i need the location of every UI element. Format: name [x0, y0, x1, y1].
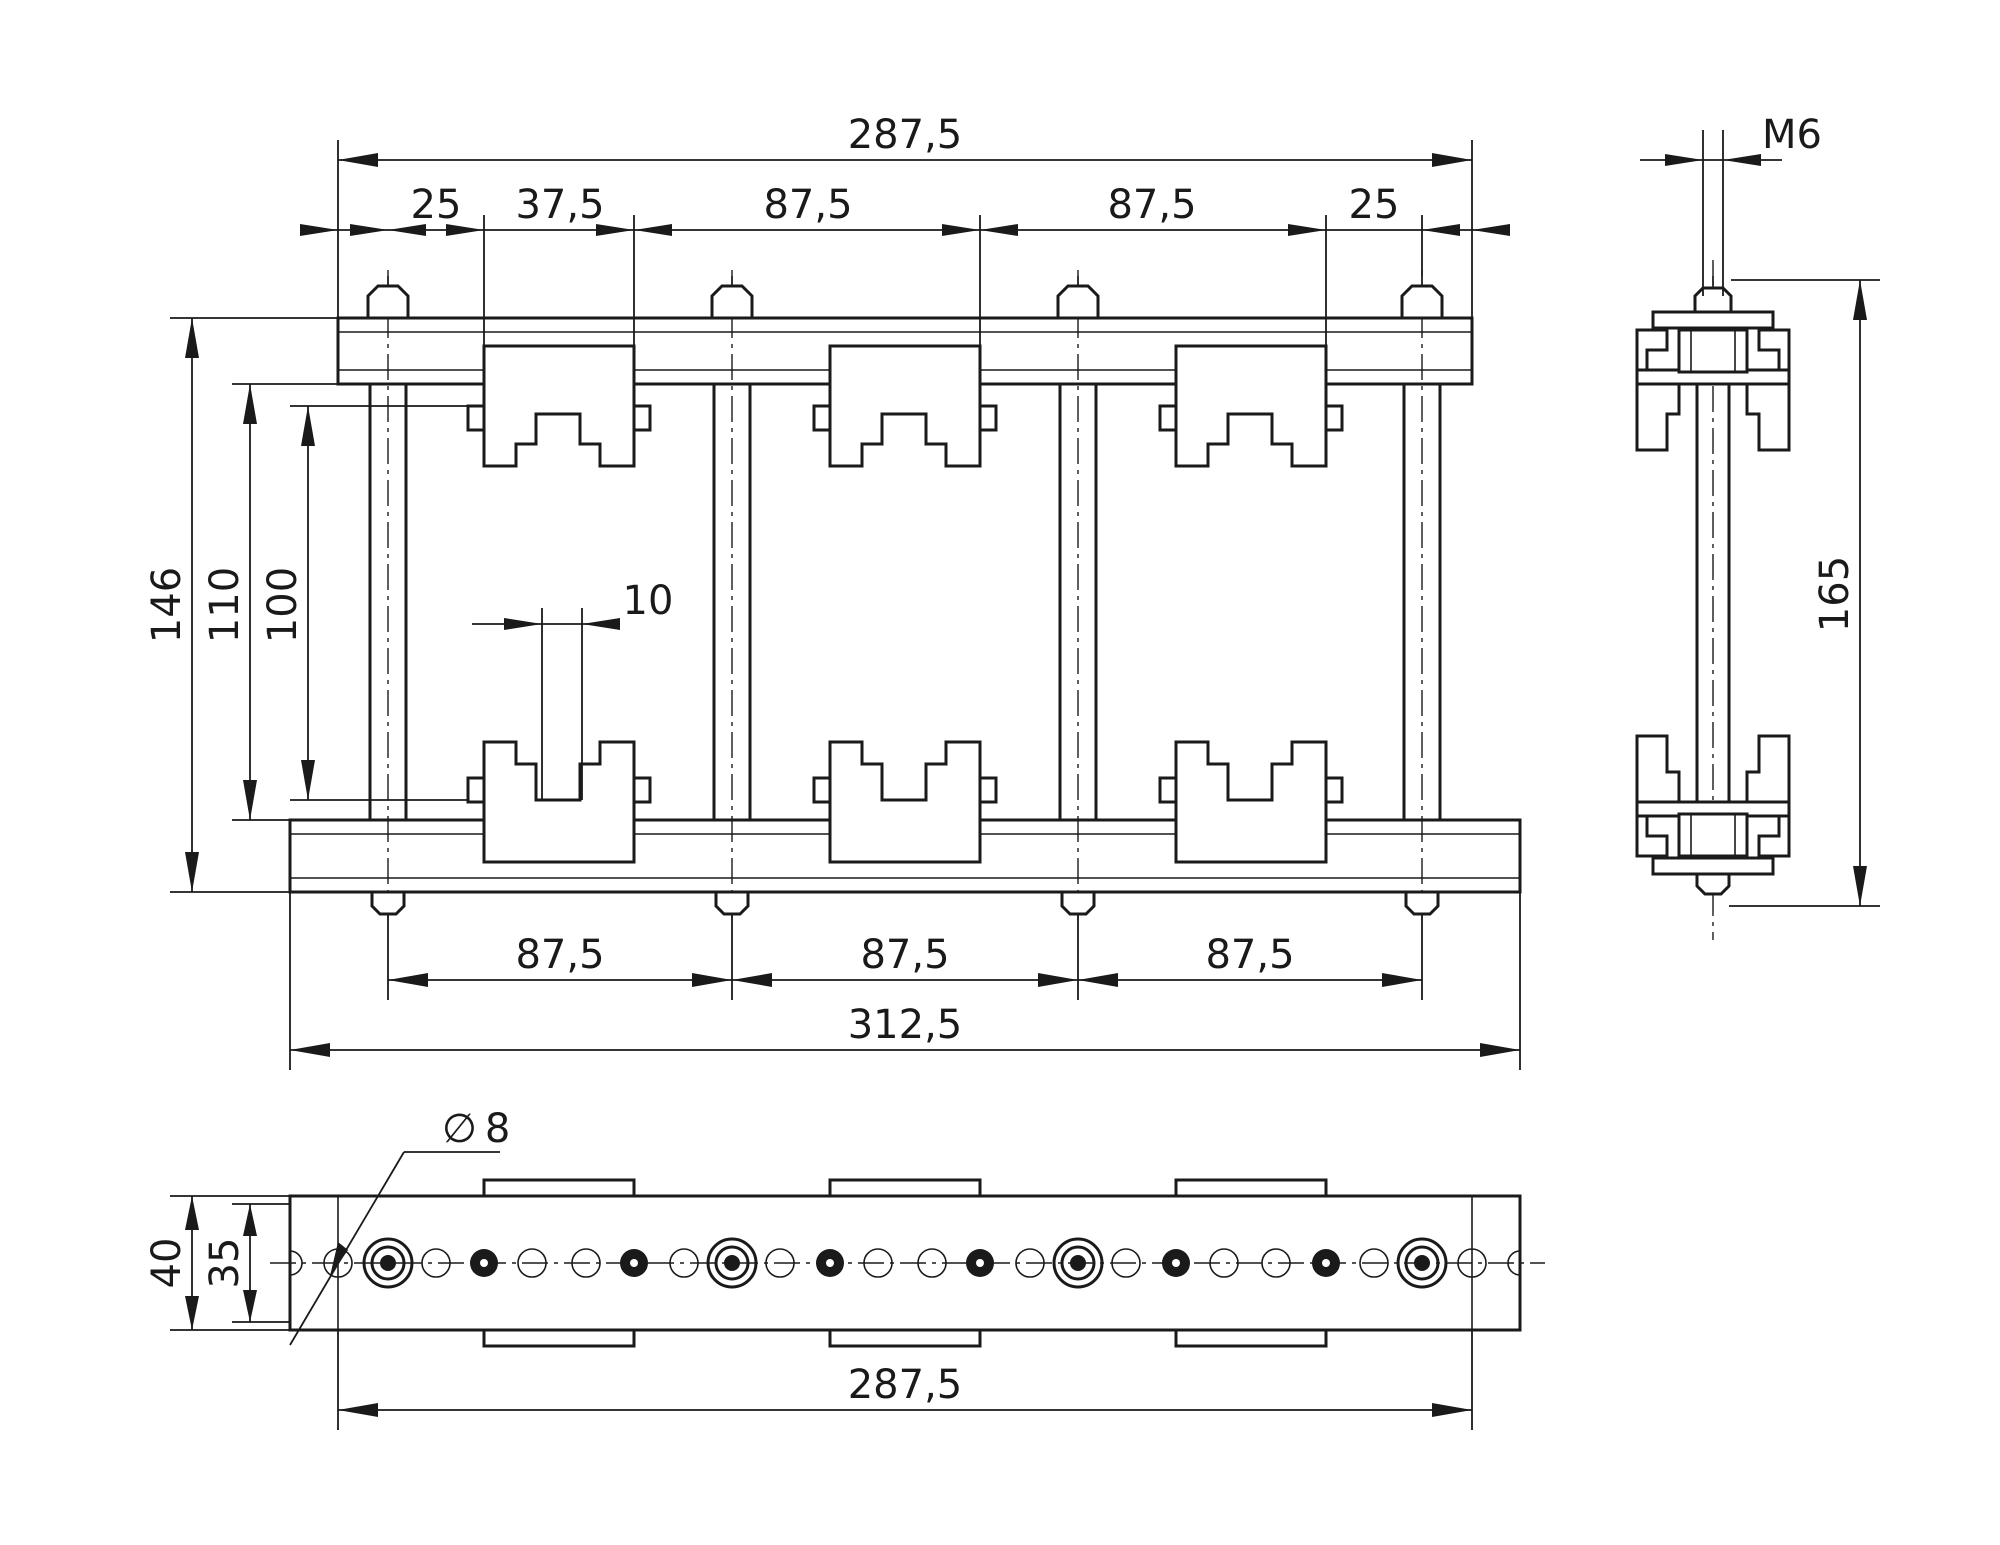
- dim-height-110: 110: [202, 567, 248, 643]
- diameter-value: 8: [485, 1106, 510, 1152]
- stud-nuts-top-view: [362, 1237, 1448, 1289]
- front-view: 287,5 25 37,5 87,5 87,5 25 146 110 100 1…: [144, 112, 1522, 1070]
- dim-top-seg2: 37,5: [515, 182, 604, 228]
- dim-bottom-seg1: 87,5: [515, 932, 604, 978]
- top-nuts: [366, 276, 1444, 320]
- dim-height-100: 100: [260, 567, 306, 643]
- front-dimensions: [170, 140, 1521, 1070]
- side-view: M6 165: [1635, 112, 1880, 940]
- dim-top-seg3: 87,5: [763, 182, 852, 228]
- empty-holes: [323, 1248, 1487, 1278]
- dim-side-height: 165: [1812, 556, 1858, 632]
- dim-height-146: 146: [144, 567, 190, 643]
- upper-clips: [466, 344, 1344, 468]
- top-view: ∅8 40 35 287,5: [144, 1106, 1545, 1430]
- dim-clip-width: 10: [623, 578, 674, 624]
- diameter-symbol: ∅: [442, 1106, 477, 1152]
- side-dimensions: [1640, 130, 1880, 907]
- dim-bottom-overall: 312,5: [848, 1002, 963, 1048]
- dim-bottom-seg3: 87,5: [1205, 932, 1294, 978]
- dim-top-35: 35: [202, 1238, 248, 1289]
- dim-top-seg1: 25: [411, 182, 462, 228]
- bottom-nuts: [370, 890, 1440, 916]
- dim-top-overall-bottom: 287,5: [848, 1362, 963, 1408]
- dim-top-overall: 287,5: [848, 112, 963, 158]
- dim-top-seg4: 87,5: [1107, 182, 1196, 228]
- screw-holes: [470, 1249, 1340, 1277]
- dim-top-40: 40: [144, 1238, 190, 1289]
- dim-thread: M6: [1762, 112, 1822, 158]
- lower-clips: [466, 740, 1344, 864]
- dim-bottom-seg2: 87,5: [860, 932, 949, 978]
- studs: [368, 270, 1442, 920]
- dim-hole-diameter: ∅8: [442, 1106, 510, 1152]
- top-view-dimensions: [170, 1151, 1473, 1430]
- dim-top-seg5: 25: [1349, 182, 1400, 228]
